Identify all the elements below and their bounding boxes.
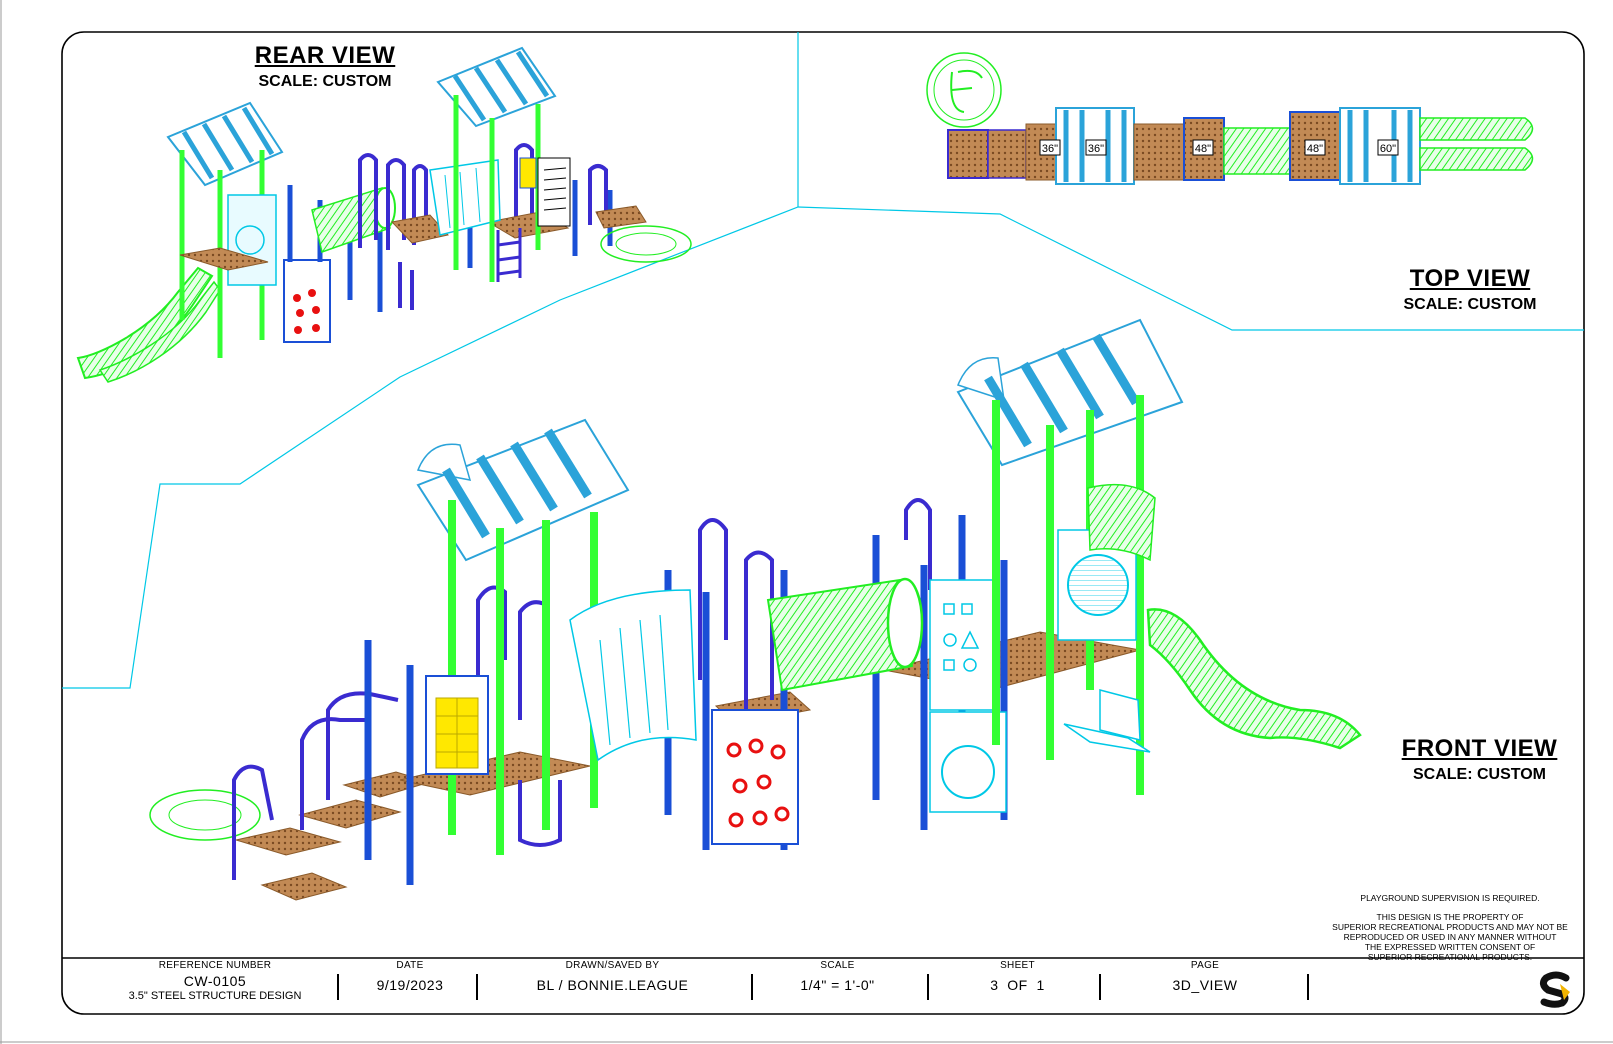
- deck-height-labels: 36" 36" 48" 48" 60": [1039, 139, 1399, 156]
- property-note-line: THE EXPRESSED WRITTEN CONSENT OF: [1364, 942, 1536, 952]
- date-value: 9/19/2023: [376, 977, 444, 993]
- title-block-scale: SCALE 1/4" = 1'-0": [755, 960, 920, 1010]
- front-view-title-block: FRONT VIEW SCALE: CUSTOM: [1392, 735, 1567, 784]
- scale-label: SCALE: [820, 960, 855, 971]
- scale-value: 1/4" = 1'-0": [800, 977, 875, 993]
- reference-label: REFERENCE NUMBER: [158, 960, 272, 971]
- title-block-date: DATE 9/19/2023: [345, 960, 475, 1010]
- supervision-note: PLAYGROUND SUPERVISION IS REQUIRED.: [1360, 893, 1540, 903]
- rear-view-title: REAR VIEW: [254, 42, 396, 69]
- top-view-title: TOP VIEW: [1409, 265, 1531, 292]
- page-label: PAGE: [1190, 960, 1220, 971]
- page-value: 3D_VIEW: [1172, 977, 1238, 993]
- property-note-line: REPRODUCED OR USED IN ANY MANNER WITHOUT: [1343, 932, 1557, 942]
- drawn-value: BL / BONNIE.LEAGUE: [536, 977, 689, 993]
- property-note-line: THIS DESIGN IS THE PROPERTY OF: [1376, 912, 1524, 922]
- deck-height-1: 36": [1042, 143, 1058, 155]
- deck-height-3: 48": [1195, 143, 1211, 155]
- top-view-drawing: 36" 36" 48" 48" 60": [926, 52, 1534, 185]
- drawn-label: DRAWN/SAVED BY: [565, 960, 660, 971]
- title-block-sheet: SHEET 3 OF 1: [935, 960, 1100, 1010]
- sheet-value: 3 OF 1: [990, 977, 1045, 993]
- rear-view-title-block: REAR VIEW SCALE: CUSTOM: [250, 42, 400, 91]
- deck-height-2: 36": [1088, 143, 1104, 155]
- date-label: DATE: [396, 960, 424, 971]
- reference-value: CW-0105: [183, 973, 247, 989]
- company-logo: [1539, 971, 1570, 1008]
- title-block-reference: REFERENCE NUMBER CW-0105 3.5" STEEL STRU…: [95, 960, 335, 1010]
- deck-height-4: 48": [1307, 143, 1323, 155]
- title-block-drawn: DRAWN/SAVED BY BL / BONNIE.LEAGUE: [480, 960, 745, 1010]
- front-view-drawing: [149, 318, 1362, 901]
- view-dividers: [62, 32, 1584, 689]
- property-note-line: SUPERIOR RECREATIONAL PRODUCTS AND MAY N…: [1332, 922, 1568, 932]
- sheet-label: SHEET: [1000, 960, 1035, 971]
- design-notes: PLAYGROUND SUPERVISION IS REQUIRED. THIS…: [1300, 893, 1600, 962]
- title-block-page: PAGE 3D_VIEW: [1105, 960, 1305, 1010]
- property-note-line: SUPERIOR RECREATIONAL PRODUCTS.: [1367, 952, 1533, 962]
- front-view-scale: SCALE: CUSTOM: [1412, 766, 1547, 783]
- rear-view-scale: SCALE: CUSTOM: [258, 73, 392, 90]
- deck-height-5: 60": [1380, 143, 1396, 155]
- rear-view-drawing: [76, 46, 692, 383]
- top-view-title-block: TOP VIEW SCALE: CUSTOM: [1395, 265, 1545, 314]
- reference-subtitle: 3.5" STEEL STRUCTURE DESIGN: [128, 990, 302, 1002]
- front-view-title: FRONT VIEW: [1401, 735, 1558, 762]
- top-view-scale: SCALE: CUSTOM: [1403, 296, 1537, 313]
- sheet-border: [61, 31, 1585, 1015]
